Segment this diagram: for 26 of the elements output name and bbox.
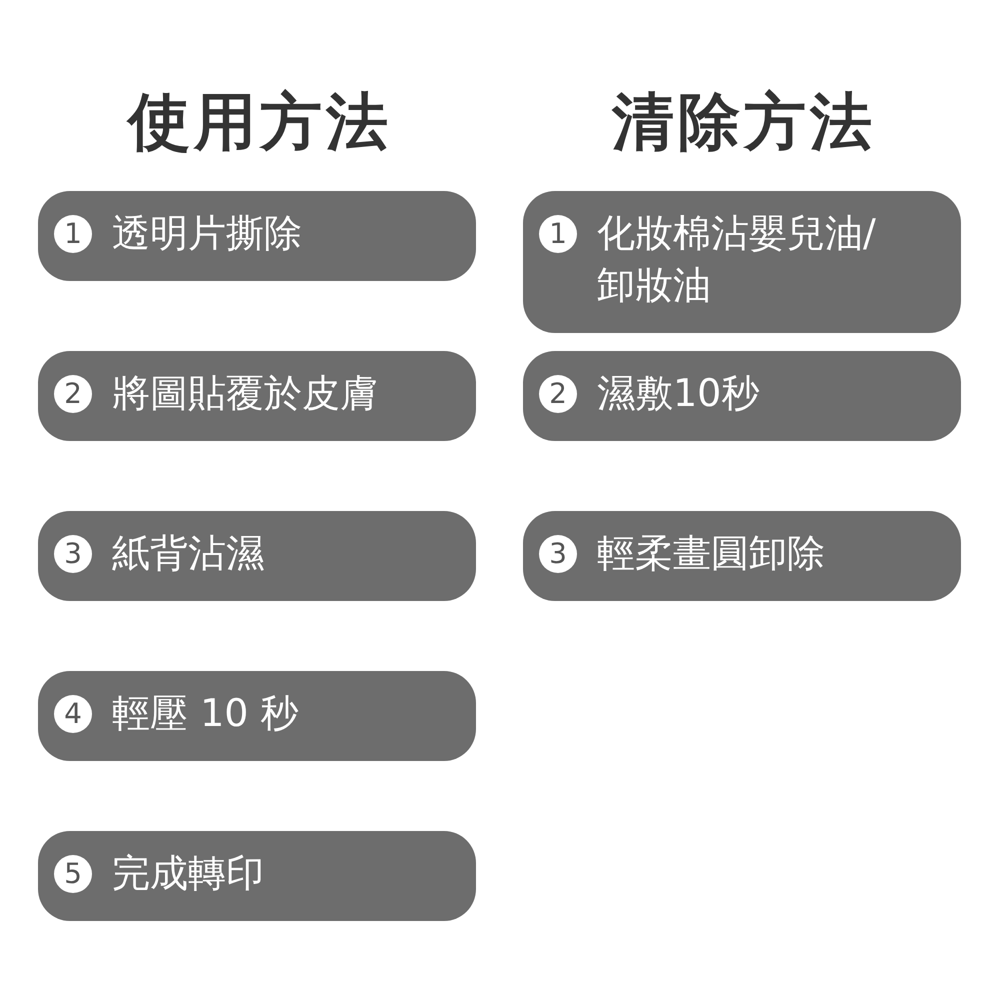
step-number: 1 xyxy=(539,215,577,253)
step-number: 2 xyxy=(54,375,92,413)
step-number: 3 xyxy=(54,535,92,573)
step-box xyxy=(38,351,476,441)
step-box xyxy=(523,511,961,601)
step-box xyxy=(38,831,476,921)
step-box xyxy=(38,511,476,601)
step-box xyxy=(523,351,961,441)
step-number: 1 xyxy=(54,215,92,253)
step-text: 化妝棉沾嬰兒油/卸妝油 xyxy=(597,210,877,309)
step-text: 透明片撕除 xyxy=(112,210,302,257)
step-box xyxy=(523,191,961,333)
step-number: 4 xyxy=(54,695,92,733)
step-text: 將圖貼覆於皮膚 xyxy=(112,370,378,417)
step-number: 2 xyxy=(539,375,577,413)
step-text: 紙背沾濕 xyxy=(112,530,264,577)
step-box xyxy=(38,191,476,281)
step-number: 5 xyxy=(54,855,92,893)
step-number: 3 xyxy=(539,535,577,573)
column-heading: 使用方法 xyxy=(128,84,392,160)
step-text: 完成轉印 xyxy=(112,850,264,897)
step-text: 輕柔畫圓卸除 xyxy=(597,530,825,577)
column-heading: 清除方法 xyxy=(612,84,876,160)
step-box xyxy=(38,671,476,761)
step-text: 輕壓 10 秒 xyxy=(112,690,299,737)
step-text: 濕敷10秒 xyxy=(597,370,760,417)
